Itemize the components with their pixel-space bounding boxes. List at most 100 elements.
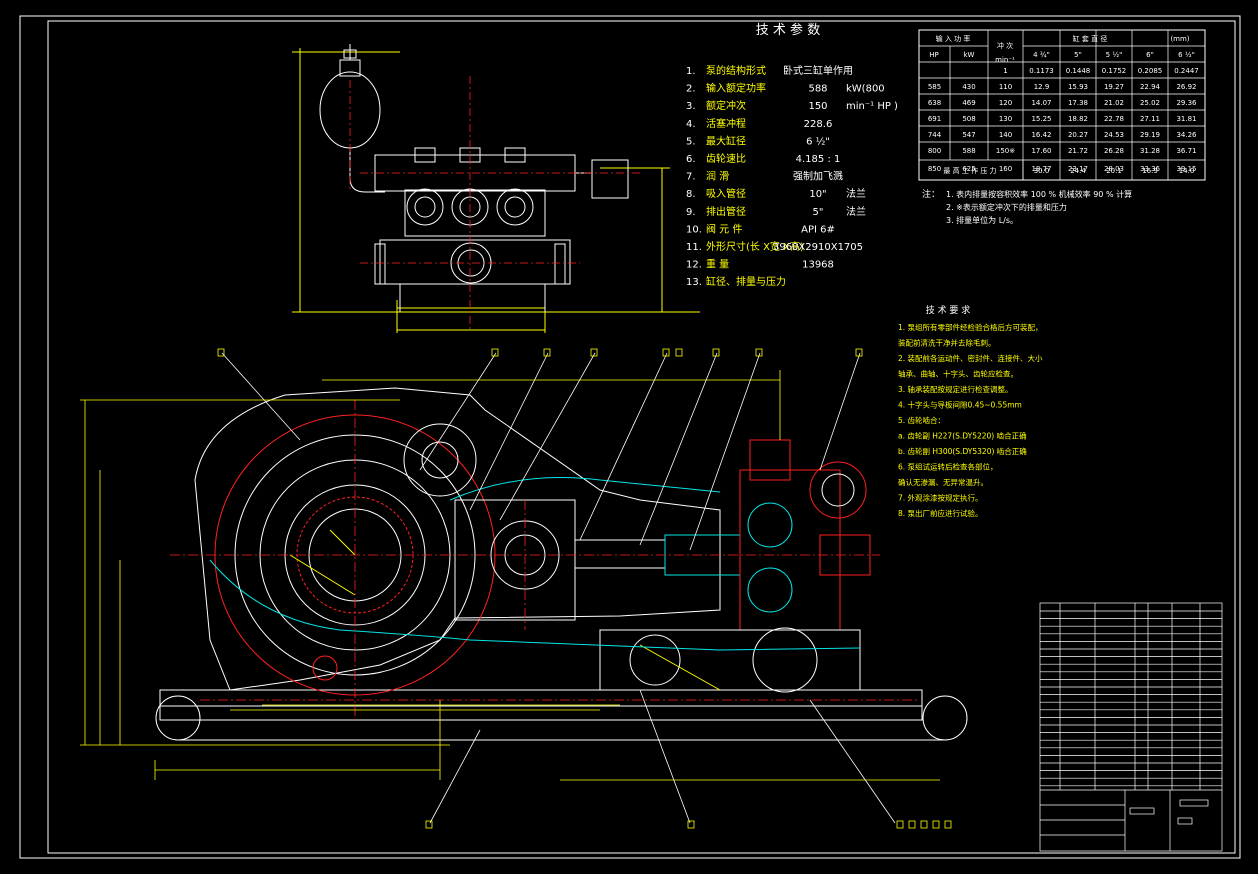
table-cell: 130 bbox=[999, 115, 1012, 123]
param-number: 4. bbox=[686, 119, 696, 130]
param-label: 重 量 bbox=[706, 258, 729, 271]
side-elevation-drawing bbox=[155, 387, 968, 741]
param-number: 10. bbox=[686, 224, 702, 235]
param-value: API 6# bbox=[801, 224, 835, 235]
table-header-cell: 4 ¾" bbox=[1033, 51, 1050, 59]
param-value: 6 ½" bbox=[806, 135, 830, 147]
table-cell: 430 bbox=[962, 83, 975, 91]
requirement-line: 5. 齿轮啮合： bbox=[898, 415, 945, 425]
table-cell: 21.72 bbox=[1068, 147, 1088, 155]
table-cell: 18.82 bbox=[1068, 115, 1088, 123]
outer-frame bbox=[19, 15, 1241, 859]
table-header-cell: 6 ½" bbox=[1178, 51, 1195, 59]
requirement-line: 6. 泵组试运转后检查各部位， bbox=[898, 462, 998, 472]
note-line: 3. 排量单位为 L/s。 bbox=[946, 215, 1018, 225]
param-value: 13968 bbox=[802, 260, 834, 271]
param-number: 3. bbox=[686, 101, 696, 112]
table-cell: 25.02 bbox=[1140, 99, 1160, 107]
param-label: 活塞冲程 bbox=[706, 117, 746, 130]
balloon-markers bbox=[217, 348, 952, 829]
param-number: 5. bbox=[686, 136, 696, 147]
requirement-line: 3. 轴承装配按规定进行检查调整。 bbox=[898, 384, 1013, 394]
requirements-list: 1. 泵组所有零部件经检验合格后方可装配， 装配前清洗干净并去除毛刺。2. 装配… bbox=[898, 322, 1043, 518]
requirement-line: 轴承、曲轴、十字头、齿轮应检查。 bbox=[898, 369, 1018, 379]
table-cell: 15.25 bbox=[1031, 115, 1051, 123]
table-header-cell: 5 ½" bbox=[1106, 51, 1123, 59]
table-cell: 20.1 bbox=[1106, 167, 1122, 175]
table-cell: 469 bbox=[962, 99, 975, 107]
note-line: 2. ※表示额定冲次下的排量和压力 bbox=[946, 202, 1067, 212]
requirement-line: b. 齿轮副 H300(S.DY5320) 啮合正确 bbox=[898, 446, 1027, 456]
table-cell: 0.1752 bbox=[1102, 67, 1127, 75]
table-cell: 21.02 bbox=[1104, 99, 1124, 107]
table-header-cell: 输 入 功 率 bbox=[936, 34, 971, 43]
table-header-cell: 冲 次 bbox=[997, 41, 1013, 50]
param-unit: kW(800 bbox=[846, 84, 885, 95]
table-cell: 16.9 bbox=[1142, 167, 1158, 175]
param-label: 缸径、排量与压力 bbox=[706, 275, 786, 288]
param-number: 12. bbox=[686, 260, 702, 271]
param-label: 齿轮速比 bbox=[706, 152, 746, 165]
table-header-cell: min⁻¹ bbox=[995, 56, 1015, 64]
parts-list-table bbox=[1039, 602, 1223, 852]
table-cell: 20.27 bbox=[1068, 131, 1088, 139]
leader-lines bbox=[221, 352, 896, 824]
table-cell: 508 bbox=[962, 115, 975, 123]
notes-list: 1. 表内排量按容积效率 100 % 机械效率 90 % 计算 2. ※表示额定冲… bbox=[946, 189, 1132, 225]
table-cell: 26.92 bbox=[1176, 83, 1196, 91]
param-number: 11. bbox=[686, 242, 702, 253]
requirement-line: 8. 泵出厂前应进行试验。 bbox=[898, 508, 983, 518]
table-cell: 26.28 bbox=[1104, 147, 1124, 155]
param-number: 2. bbox=[686, 84, 696, 95]
table-cell: 0.1173 bbox=[1029, 67, 1054, 75]
table-header-cell: HP bbox=[929, 51, 939, 59]
inner-frame bbox=[47, 20, 1236, 854]
table-cell: 14.0 bbox=[1179, 167, 1195, 175]
table-cell: 160 bbox=[999, 165, 1012, 173]
table-cell: 744 bbox=[928, 131, 942, 139]
table-cell: 30.0 bbox=[1034, 167, 1050, 175]
requirement-line: 4. 十字头与导板间隙0.45~0.55mm bbox=[898, 400, 1022, 410]
param-value: 卧式三缸单作用 bbox=[783, 64, 853, 77]
dimension-lines bbox=[80, 370, 940, 781]
param-label: 泵的结构形式 bbox=[706, 64, 766, 77]
table-cell: 625 bbox=[962, 165, 975, 173]
table-cell: 17.60 bbox=[1031, 147, 1051, 155]
side-elevation-centerlines bbox=[170, 400, 920, 720]
table-cell: 0.1448 bbox=[1066, 67, 1091, 75]
param-label: 排出管径 bbox=[706, 205, 746, 218]
table-cell: 15.93 bbox=[1068, 83, 1088, 91]
param-value: 强制加飞溅 bbox=[793, 170, 843, 183]
requirement-line: 7. 外观涂漆按规定执行。 bbox=[898, 493, 983, 503]
table-cell: 12.9 bbox=[1034, 83, 1050, 91]
param-value: 10" bbox=[809, 189, 826, 200]
param-label: 外形尺寸(长 X宽 X高) bbox=[706, 240, 804, 253]
note-line: 1. 表内排量按容积效率 100 % 机械效率 90 % 计算 bbox=[946, 189, 1132, 199]
param-number: 8. bbox=[686, 189, 696, 200]
table-cell: 24.53 bbox=[1104, 131, 1124, 139]
param-label: 吸入管径 bbox=[706, 187, 746, 200]
param-number: 9. bbox=[686, 207, 696, 218]
table-header-cell: kW bbox=[964, 51, 975, 59]
table-cell: 最 高 工 作 压 力 bbox=[943, 166, 996, 175]
table-header-cell: (mm) bbox=[1170, 35, 1189, 43]
param-unit: 法兰 bbox=[846, 187, 866, 200]
param-label: 输入额定功率 bbox=[706, 82, 766, 95]
param-value: 4.185 : 1 bbox=[796, 154, 841, 165]
param-label: 额定冲次 bbox=[706, 99, 746, 112]
table-cell: 120 bbox=[999, 99, 1012, 107]
table-cell: 0.2447 bbox=[1174, 67, 1199, 75]
param-label: 最大缸径 bbox=[706, 134, 746, 147]
end-view-drawing bbox=[292, 44, 700, 333]
param-value: 228.6 bbox=[804, 119, 833, 130]
table-cell: 19.27 bbox=[1104, 83, 1124, 91]
table-cell: 31.28 bbox=[1140, 147, 1160, 155]
tech-params-title: 技 术 参 数 bbox=[756, 22, 820, 38]
table-cell: 18.77 bbox=[1031, 165, 1051, 173]
requirements-title: 技 术 要 求 bbox=[926, 304, 971, 316]
table-cell: 31.81 bbox=[1176, 115, 1196, 123]
requirement-line: 确认无渗漏、无异常温升。 bbox=[898, 477, 988, 487]
table-cell: 140 bbox=[999, 131, 1012, 139]
table-cell: 22.94 bbox=[1140, 83, 1161, 91]
table-header-cell: 5" bbox=[1074, 51, 1082, 59]
